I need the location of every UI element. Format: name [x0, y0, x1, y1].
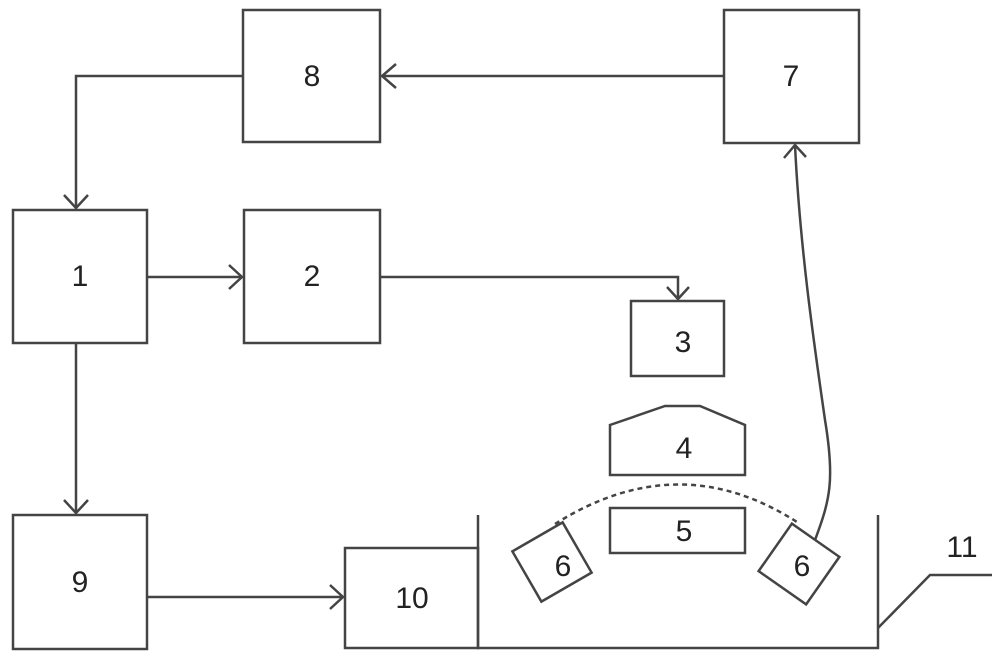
block-6-right: 6	[756, 521, 842, 607]
arrow-9-to-10-head	[329, 584, 345, 610]
block-4: 4	[608, 404, 747, 477]
label-11: 11	[946, 531, 977, 564]
block-1-label: 1	[72, 260, 89, 293]
leader-line-11	[877, 573, 992, 629]
arrow-6-to-7	[783, 143, 832, 541]
arrow-8-to-1-shaft	[74, 74, 243, 208]
arrow-2-to-3-head	[666, 286, 690, 301]
arrow-7-to-8-head	[380, 63, 397, 89]
block-4-label: 4	[676, 432, 693, 465]
block-7-frame	[722, 8, 861, 145]
arrow-1-to-2-head	[228, 264, 244, 290]
arrow-1-to-2	[147, 264, 244, 290]
arrow-2-to-3	[380, 275, 690, 301]
block-1-frame	[11, 208, 149, 345]
block-9-label: 9	[72, 566, 89, 599]
block-1: 1	[11, 208, 149, 345]
block-8: 8	[241, 8, 382, 144]
block-5-frame	[608, 506, 747, 555]
block-10: 10	[343, 546, 480, 650]
block-2: 2	[242, 208, 382, 345]
block-5-label: 5	[676, 515, 693, 548]
block-10-label: 10	[395, 582, 428, 615]
container-outline	[476, 515, 880, 650]
block-8-frame	[241, 8, 382, 144]
block-3-frame	[629, 299, 726, 378]
arrow-1-to-9	[63, 343, 89, 515]
arrow-6-to-7-shaft	[793, 144, 832, 541]
block-6-right-label: 6	[794, 550, 811, 583]
block-4-frame	[608, 404, 747, 477]
block-6-right-frame	[756, 521, 842, 607]
block-10-frame	[343, 546, 480, 650]
arrow-2-to-3-shaft	[380, 275, 680, 299]
block-3: 3	[629, 299, 726, 378]
arrow-1-to-9-head	[63, 499, 89, 515]
dashed-arc	[554, 483, 801, 526]
block-6-left-frame	[510, 520, 594, 604]
block-7: 7	[722, 8, 861, 145]
arrow-8-to-1	[63, 74, 243, 210]
arrow-9-to-10	[147, 584, 345, 610]
arrow-6-to-7-head	[783, 143, 807, 159]
block-8-label: 8	[304, 60, 321, 93]
block-9-frame	[11, 513, 149, 651]
block-3-label: 3	[675, 326, 692, 359]
block-2-label: 2	[304, 260, 321, 293]
block-5: 5	[608, 506, 747, 555]
block-6-left-label: 6	[555, 550, 572, 583]
arrow-7-to-8	[380, 63, 724, 89]
block-6-left: 6	[510, 520, 594, 604]
arrow-8-to-1-head	[63, 194, 89, 210]
block-7-label: 7	[783, 60, 800, 93]
block-9: 9	[11, 513, 149, 651]
